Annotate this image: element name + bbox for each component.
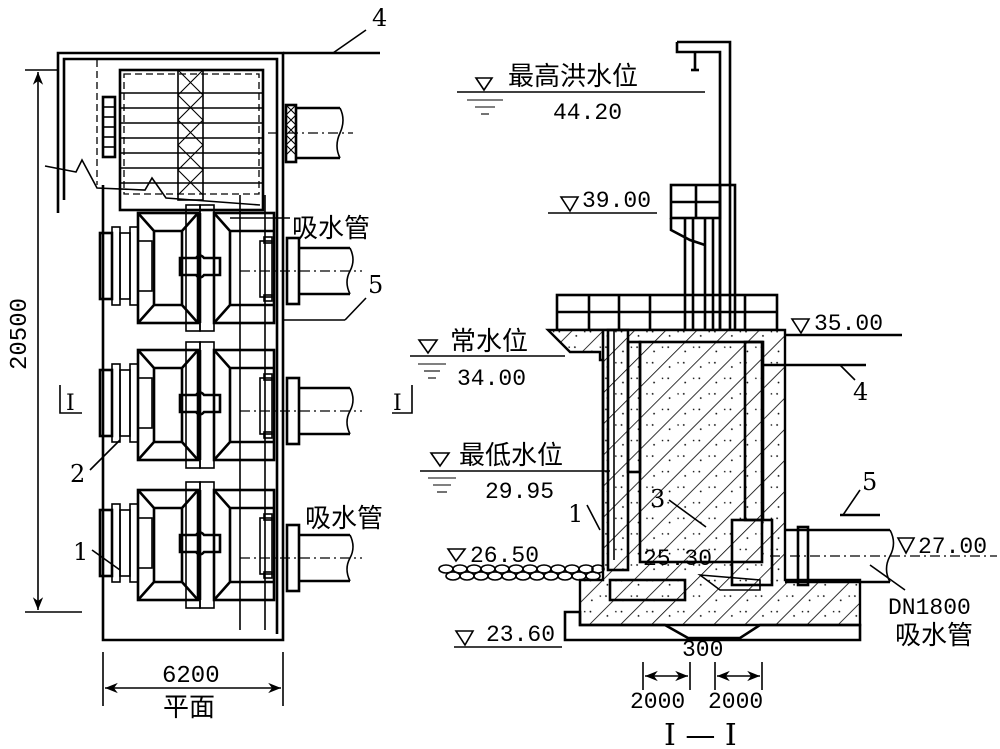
pump-unit-1: [98, 203, 276, 333]
discharge-pipes: [240, 236, 362, 593]
level-26-50: 26.50: [438, 543, 605, 581]
pump-unit-2: [98, 340, 276, 470]
svg-text:I: I: [66, 391, 75, 416]
suction-pipe-label-upper: 吸水管: [292, 214, 370, 244]
level-34-00: 常水位 34.00: [410, 327, 565, 392]
pipe-size-label: DN1800: [888, 595, 971, 621]
svg-text:35.00: 35.00: [814, 311, 883, 337]
section-mark-right: I: [392, 385, 413, 416]
svg-text:I: I: [393, 391, 402, 416]
level-23-60: 23.60: [454, 622, 562, 648]
length-dimension: 20500: [7, 298, 34, 370]
dim-300: 300: [682, 637, 723, 663]
section-view: 最高洪水位 44.20 39.00: [410, 40, 997, 749]
svg-text:39.00: 39.00: [582, 188, 651, 214]
svg-text:最低水位: 最低水位: [459, 441, 563, 471]
trash-rack: [118, 68, 265, 212]
level-29-95: 最低水位 29.95: [420, 441, 610, 505]
level-25-30: 25.30: [643, 546, 712, 572]
svg-text:最高洪水位: 最高洪水位: [508, 62, 638, 92]
level-39-00: 39.00: [548, 188, 657, 214]
svg-text:34.00: 34.00: [457, 366, 526, 392]
suction-pipe-label-lower: 吸水管: [305, 504, 383, 534]
section-callout-3: 3: [650, 485, 665, 513]
operating-deck: [555, 293, 779, 332]
level-44-20: 最高洪水位 44.20: [457, 62, 705, 126]
section-mark-left: I: [59, 385, 82, 416]
pipe-label: 吸水管: [895, 621, 973, 651]
svg-text:23.60: 23.60: [486, 622, 555, 648]
svg-text:44.20: 44.20: [553, 100, 622, 126]
callout-4: 4: [372, 4, 387, 32]
width-dimension: 6200: [162, 663, 220, 690]
section-callout-5: 5: [862, 468, 877, 496]
dim-2000-left: 2000: [630, 689, 685, 715]
svg-text:27.00: 27.00: [918, 534, 987, 560]
plan-view: 4: [7, 4, 413, 723]
pump-unit-3: [98, 480, 276, 610]
section-callout-1: 1: [568, 500, 583, 528]
plan-outer-wall: [56, 51, 285, 642]
level-35-00: 35.00: [785, 311, 902, 337]
svg-text:常水位: 常水位: [450, 327, 528, 357]
callout-5: 5: [368, 271, 383, 299]
callout-1: 1: [73, 538, 88, 566]
suction-pipe-section: [770, 489, 997, 591]
plan-title: 平面: [163, 693, 215, 723]
level-27-00: 27.00: [896, 534, 987, 560]
svg-text:29.95: 29.95: [485, 479, 554, 505]
section-title: I — I: [664, 718, 737, 749]
dim-2000-right: 2000: [708, 689, 763, 715]
section-callout-4: 4: [853, 378, 868, 406]
callout-2: 2: [70, 460, 85, 488]
riprap: [438, 564, 605, 581]
